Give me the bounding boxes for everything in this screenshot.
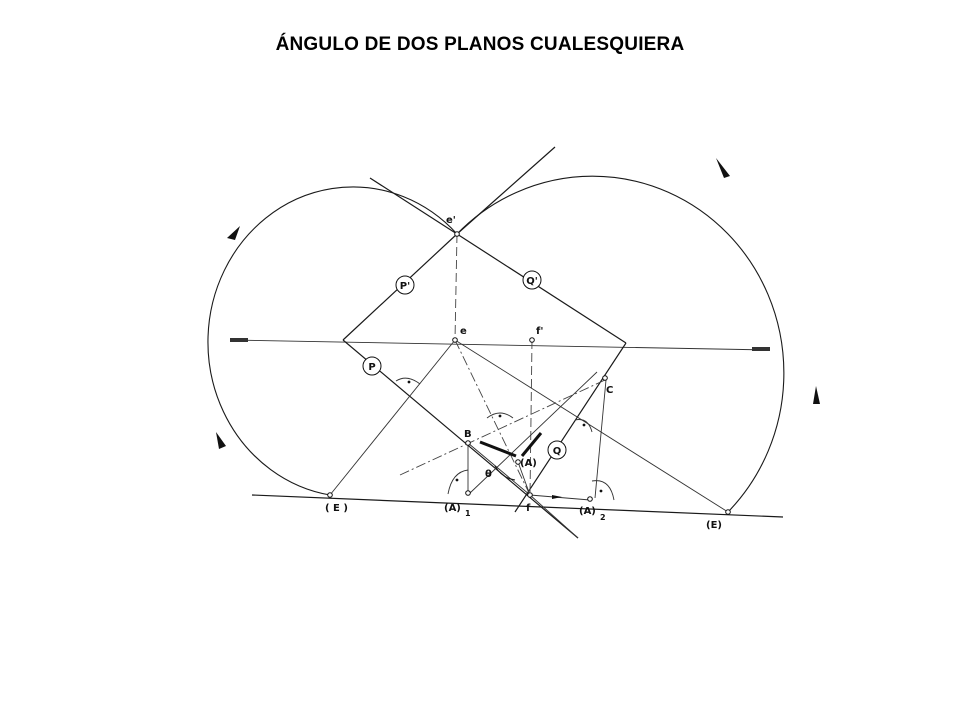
line-C-to-B-extended [399, 379, 606, 476]
right-angle-mark-5 [591, 480, 615, 501]
label-A1: (A) [444, 503, 461, 514]
theta-arc [494, 465, 516, 481]
right-arc-arrow-bottom [813, 386, 820, 404]
base-line-arrow [552, 495, 562, 499]
point-f-prime [529, 337, 535, 343]
upper-tangent-right [456, 146, 556, 235]
label-f: f [526, 503, 531, 514]
line-A-to-f [517, 461, 531, 496]
right-angle-mark-1 [395, 377, 421, 385]
label-Q-prime: Q' [526, 276, 538, 287]
point-e [452, 337, 458, 343]
ground-line-mark-right [752, 347, 770, 351]
label-A1-subscript: 1 [465, 509, 471, 518]
ground-line-mark-left [230, 338, 248, 342]
point-E-left [327, 492, 333, 498]
angle-side-1 [479, 440, 517, 458]
point-A [515, 459, 521, 465]
projection-f [529, 339, 533, 496]
line-e-to-E-left [329, 339, 456, 496]
label-P-prime-circle [395, 275, 415, 295]
label-B: B [464, 429, 472, 440]
right-rabatment-arc [456, 175, 785, 513]
ground-line [229, 339, 771, 351]
left-rabatment-arc [207, 186, 458, 496]
line-B-to-f [467, 442, 531, 496]
right-angle-dot-4 [455, 478, 459, 482]
point-e-prime [454, 231, 460, 237]
right-angle-dot-2 [498, 414, 502, 418]
label-P-prime: P' [400, 281, 410, 292]
right-angle-dot-3 [582, 423, 586, 427]
line-C-to-A2 [594, 379, 607, 499]
right-angle-dot-5 [599, 489, 603, 493]
projection-e [454, 233, 458, 341]
page-title: ÁNGULO DE DOS PLANOS CUALESQUIERA [275, 34, 685, 55]
angle-side-2 [520, 432, 543, 457]
right-angle-mark-3 [574, 419, 593, 433]
point-A1 [465, 490, 471, 496]
trace-q [514, 342, 627, 513]
point-E-right [725, 509, 731, 515]
trace-q-prime [456, 233, 627, 344]
point-B [465, 440, 471, 446]
label-theta: θ [485, 469, 492, 480]
label-f-prime: f' [536, 326, 543, 337]
label-Q-prime-circle [522, 270, 542, 290]
label-e-prime: e' [446, 215, 456, 226]
left-arc-arrow-bottom [216, 432, 226, 449]
point-A2 [587, 496, 593, 502]
upper-tangent-left [369, 177, 458, 235]
point-f [527, 492, 533, 498]
label-Q: Q [553, 446, 562, 457]
line-f-to-A2 [529, 494, 591, 501]
line-e-to-E-right [454, 339, 729, 513]
line-C-to-A1 [469, 371, 598, 494]
trace-p [342, 339, 579, 539]
base-line [251, 494, 784, 518]
line-e-to-f [454, 339, 531, 496]
label-A2-subscript: 2 [600, 513, 606, 522]
point-C [602, 375, 608, 381]
label-Q-circle [547, 440, 567, 460]
right-angle-mark-2 [486, 412, 514, 419]
label-C: C [606, 385, 613, 396]
right-angle-dot-1 [407, 380, 411, 384]
label-P-circle [362, 356, 382, 376]
label-E-left: ( E ) [325, 503, 348, 514]
left-arc-arrow-top [227, 226, 240, 240]
label-A2: (A) [579, 506, 596, 517]
label-E-right: (E) [706, 520, 722, 531]
right-arc-arrow-top [716, 158, 730, 178]
label-e: e [460, 326, 467, 337]
label-A-paren: (A) [520, 458, 537, 469]
line-f-extended [529, 494, 579, 539]
label-P: P [368, 362, 375, 373]
right-angle-mark-4 [447, 469, 469, 495]
